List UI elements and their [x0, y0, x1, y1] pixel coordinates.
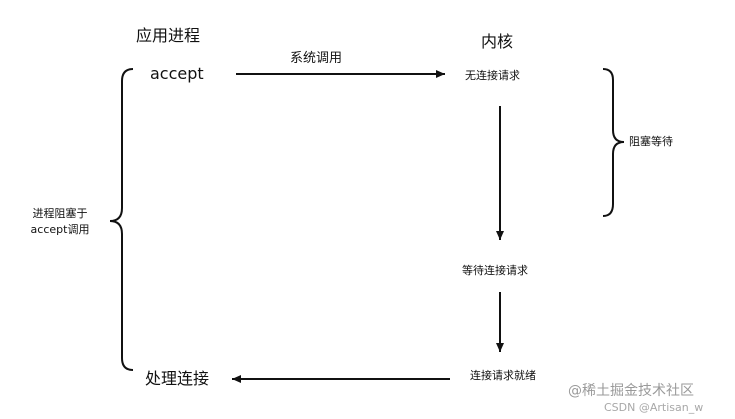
label-process-blocked-line1: 进程阻塞于: [32, 207, 88, 220]
watermark-csdn: CSDN @Artisan_w: [604, 401, 704, 414]
label-syscall: 系统调用: [290, 51, 343, 66]
label-blocking-wait: 阻塞等待: [629, 135, 673, 148]
header-kernel: 内核: [481, 32, 514, 51]
label-process-blocked-line2: accept调用: [30, 223, 90, 236]
node-waiting: 等待连接请求: [462, 264, 528, 277]
node-ready: 连接请求就绪: [470, 369, 536, 382]
left-brace: [109, 68, 134, 371]
node-no-request: 无连接请求: [465, 69, 520, 82]
watermark-juejin: @稀土掘金技术社区: [568, 383, 694, 399]
node-accept: accept: [150, 64, 204, 83]
right-brace: [602, 68, 625, 217]
label-process-blocked: 进程阻塞于 accept调用: [20, 206, 100, 238]
node-handle-connection: 处理连接: [145, 369, 210, 388]
header-process: 应用进程: [136, 26, 201, 45]
